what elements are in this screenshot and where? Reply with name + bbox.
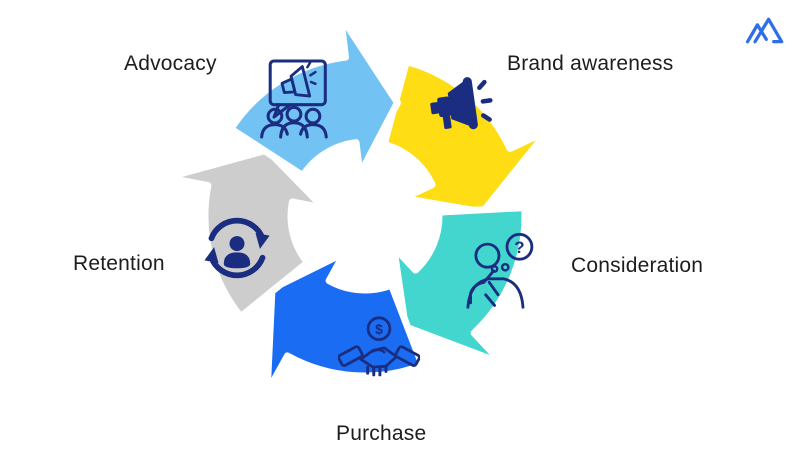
megaphone-icon	[425, 75, 499, 137]
label-brand-awareness: Brand awareness	[507, 52, 674, 75]
handshake-dollar-icon: $	[338, 315, 420, 393]
person-refresh-icon	[200, 211, 274, 285]
speech-bubble-megaphone-crowd-icon	[255, 59, 331, 139]
mountain-m-logo	[742, 12, 784, 48]
svg-text:?: ?	[514, 238, 524, 257]
label-advocacy: Advocacy	[124, 52, 217, 75]
thinking-person-question-icon: ?	[459, 229, 539, 309]
label-retention: Retention	[73, 252, 165, 275]
cycle-segment-advocacy	[227, 12, 401, 180]
cycle-segment-retention	[163, 146, 328, 321]
cycle-arrow-ring	[163, 12, 552, 397]
svg-text:$: $	[375, 321, 383, 337]
cycle-segment-brand-awareness	[380, 58, 552, 216]
label-consideration: Consideration	[571, 254, 704, 277]
label-purchase: Purchase	[336, 422, 427, 445]
